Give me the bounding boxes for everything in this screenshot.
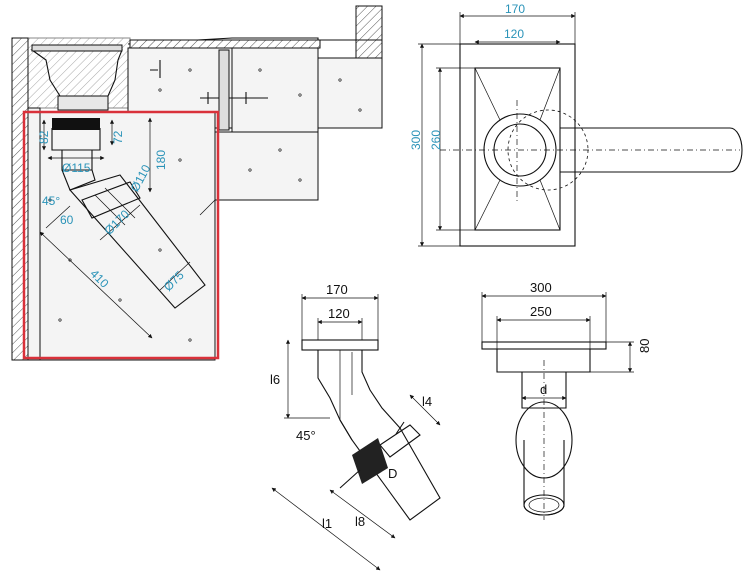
front-height: 80 — [637, 339, 652, 353]
side-l1: l1 — [322, 516, 332, 531]
side-l4: l4 — [422, 394, 432, 409]
front-d: d — [540, 382, 547, 397]
dim-72: 72 — [111, 130, 125, 144]
front-view: 300 250 80 d — [481, 280, 652, 520]
dim-offset-60: 60 — [60, 213, 74, 227]
plan-inner-width: 120 — [504, 27, 524, 41]
dim-angle-45: 45° — [42, 194, 60, 208]
dim-82: 82 — [37, 130, 51, 144]
front-inner-width: 250 — [530, 304, 552, 319]
building-section-detail: 82 72 180 Ø115 Ø110 Ø170 Ø75 45° 60 410 — [11, 5, 383, 361]
side-inner-width: 120 — [328, 306, 350, 321]
front-outer-width: 300 — [530, 280, 552, 295]
side-D: D — [388, 466, 397, 481]
plan-inner-height: 260 — [429, 130, 443, 150]
side-outer-width: 170 — [326, 282, 348, 297]
plan-view: 170 120 300 260 — [409, 2, 743, 247]
plan-outer-height: 300 — [409, 130, 423, 150]
side-l8: l8 — [355, 514, 365, 529]
side-l6: l6 — [270, 372, 280, 387]
dim-diameter-115: Ø115 — [62, 161, 91, 175]
side-view: 170 120 l6 l4 45° D l1 l8 — [270, 282, 441, 571]
plan-outer-width: 170 — [505, 2, 525, 16]
highlight-frame — [22, 110, 220, 360]
side-angle: 45° — [296, 428, 316, 443]
dim-180: 180 — [154, 150, 168, 170]
